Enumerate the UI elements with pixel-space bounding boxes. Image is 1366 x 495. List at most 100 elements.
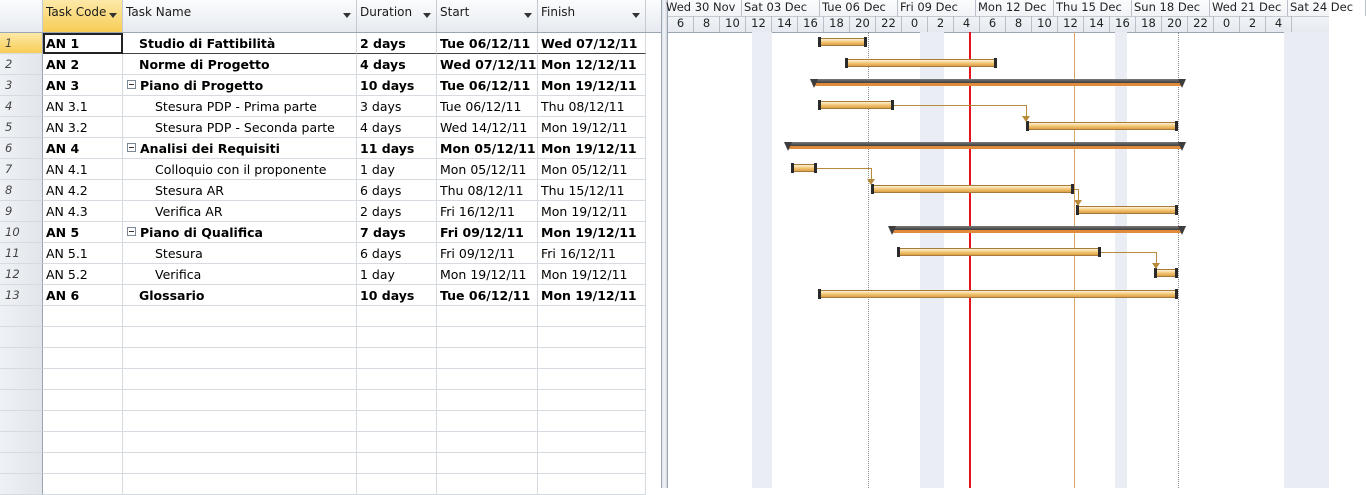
task-name-cell[interactable]: Verifica AR — [123, 201, 357, 222]
collapse-icon[interactable] — [127, 143, 136, 152]
finish-cell[interactable]: Mon 19/12/11 — [538, 285, 646, 306]
task-bar[interactable] — [1026, 121, 1178, 131]
finish-cell[interactable]: Mon 19/12/11 — [538, 222, 646, 243]
finish-cell[interactable] — [538, 348, 646, 369]
start-cell[interactable]: Mon 05/12/11 — [437, 138, 538, 159]
summary-bar[interactable] — [810, 79, 1186, 88]
select-all-corner[interactable] — [0, 0, 43, 32]
task-bar[interactable] — [818, 289, 1178, 299]
finish-cell[interactable]: Mon 19/12/11 — [538, 138, 646, 159]
start-cell[interactable]: Fri 09/12/11 — [437, 222, 538, 243]
finish-cell[interactable] — [538, 390, 646, 411]
task-code-cell[interactable]: AN 4.3 — [43, 201, 123, 222]
finish-cell[interactable] — [538, 327, 646, 348]
task-name-cell[interactable]: Stesura PDP - Prima parte — [123, 96, 357, 117]
duration-cell[interactable] — [357, 474, 437, 495]
row-number[interactable] — [0, 327, 43, 348]
start-cell[interactable]: Tue 06/12/11 — [437, 96, 538, 117]
task-name-cell[interactable]: Verifica — [123, 264, 357, 285]
finish-cell[interactable]: Wed 07/12/11 — [538, 33, 646, 54]
task-code-cell[interactable]: AN 5 — [43, 222, 123, 243]
row-number[interactable]: 6 — [0, 138, 43, 159]
column-header-start[interactable]: Start — [437, 0, 538, 32]
finish-cell[interactable] — [538, 474, 646, 495]
task-name-cell[interactable]: Stesura — [123, 243, 357, 264]
start-cell[interactable] — [437, 348, 538, 369]
table-row[interactable] — [0, 453, 661, 474]
table-row[interactable] — [0, 411, 661, 432]
row-number[interactable]: 12 — [0, 264, 43, 285]
row-number[interactable]: 5 — [0, 117, 43, 138]
task-name-cell[interactable]: Studio di Fattibilità — [123, 33, 357, 54]
duration-cell[interactable]: 2 days — [357, 33, 437, 54]
finish-cell[interactable]: Thu 15/12/11 — [538, 180, 646, 201]
row-number[interactable]: 11 — [0, 243, 43, 264]
start-cell[interactable]: Fri 09/12/11 — [437, 243, 538, 264]
row-number[interactable]: 3 — [0, 75, 43, 96]
task-code-cell[interactable]: AN 3 — [43, 75, 123, 96]
start-cell[interactable]: Wed 07/12/11 — [437, 54, 538, 75]
finish-cell[interactable]: Thu 08/12/11 — [538, 96, 646, 117]
table-row[interactable] — [0, 432, 661, 453]
chevron-down-icon[interactable] — [109, 13, 117, 18]
duration-cell[interactable]: 4 days — [357, 117, 437, 138]
row-number[interactable] — [0, 474, 43, 495]
start-cell[interactable]: Mon 05/12/11 — [437, 159, 538, 180]
finish-cell[interactable]: Mon 19/12/11 — [538, 264, 646, 285]
start-cell[interactable] — [437, 390, 538, 411]
task-code-cell[interactable]: AN 4.1 — [43, 159, 123, 180]
task-code-cell[interactable]: AN 6 — [43, 285, 123, 306]
task-name-cell[interactable]: Analisi dei Requisiti — [123, 138, 357, 159]
start-cell[interactable] — [437, 306, 538, 327]
duration-cell[interactable] — [357, 348, 437, 369]
duration-cell[interactable]: 4 days — [357, 54, 437, 75]
duration-cell[interactable]: 7 days — [357, 222, 437, 243]
duration-cell[interactable]: 10 days — [357, 75, 437, 96]
start-cell[interactable] — [437, 453, 538, 474]
task-name-cell[interactable]: Stesura PDP - Seconda parte — [123, 117, 357, 138]
task-code-cell[interactable] — [43, 390, 123, 411]
task-code-cell[interactable]: AN 4.2 — [43, 180, 123, 201]
collapse-icon[interactable] — [127, 227, 136, 236]
task-name-cell[interactable] — [123, 327, 357, 348]
row-number[interactable]: 7 — [0, 159, 43, 180]
chevron-down-icon[interactable] — [343, 13, 351, 18]
start-cell[interactable] — [437, 474, 538, 495]
task-name-cell[interactable] — [123, 411, 357, 432]
task-name-cell[interactable]: Stesura AR — [123, 180, 357, 201]
row-number[interactable] — [0, 306, 43, 327]
column-header-duration[interactable]: Duration — [357, 0, 437, 32]
task-code-cell[interactable]: AN 3.2 — [43, 117, 123, 138]
task-code-cell[interactable]: AN 1 — [43, 33, 123, 54]
column-header-task-code[interactable]: Task Code — [43, 0, 123, 32]
row-number[interactable] — [0, 432, 43, 453]
table-row[interactable] — [0, 369, 661, 390]
task-bar[interactable] — [871, 184, 1074, 194]
duration-cell[interactable] — [357, 411, 437, 432]
task-code-cell[interactable] — [43, 369, 123, 390]
finish-cell[interactable]: Fri 16/12/11 — [538, 243, 646, 264]
table-row[interactable] — [0, 306, 661, 327]
task-name-cell[interactable] — [123, 432, 357, 453]
summary-bar[interactable] — [784, 142, 1186, 151]
duration-cell[interactable] — [357, 453, 437, 474]
task-name-cell[interactable] — [123, 390, 357, 411]
finish-cell[interactable]: Mon 19/12/11 — [538, 75, 646, 96]
row-number[interactable]: 10 — [0, 222, 43, 243]
task-code-cell[interactable]: AN 5.2 — [43, 264, 123, 285]
row-number[interactable]: 2 — [0, 54, 43, 75]
start-cell[interactable] — [437, 411, 538, 432]
row-number[interactable] — [0, 348, 43, 369]
finish-cell[interactable] — [538, 453, 646, 474]
duration-cell[interactable] — [357, 306, 437, 327]
task-code-cell[interactable] — [43, 453, 123, 474]
task-bar[interactable] — [845, 58, 997, 68]
start-cell[interactable]: Tue 06/12/11 — [437, 33, 538, 54]
